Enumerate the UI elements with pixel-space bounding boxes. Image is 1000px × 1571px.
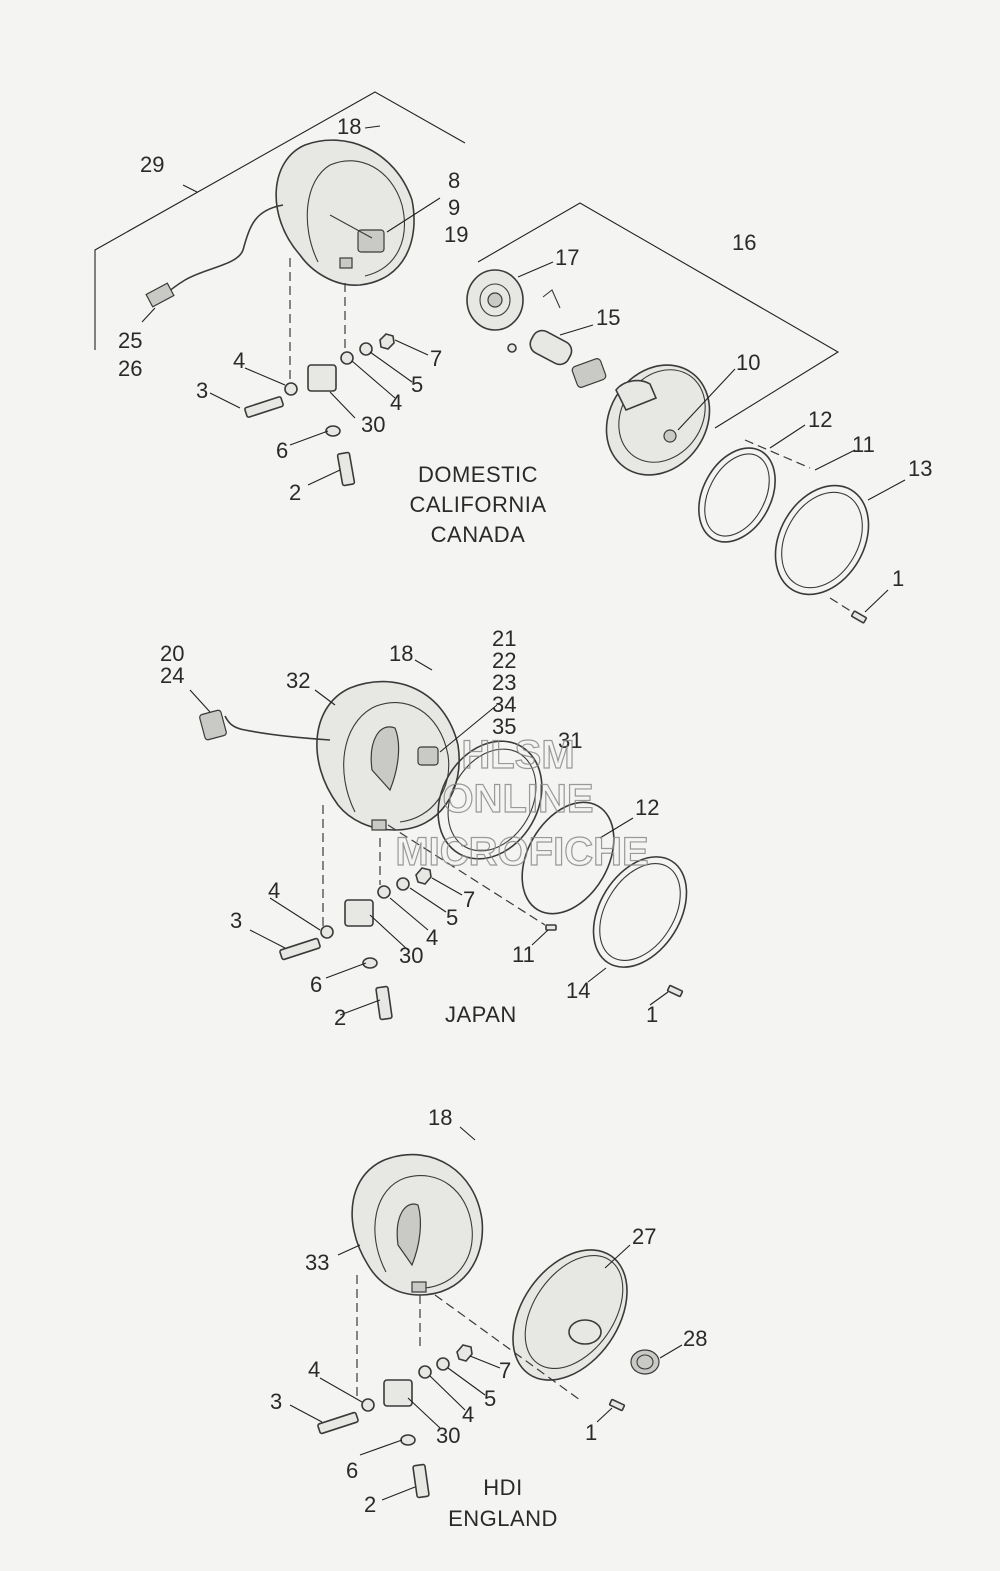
bolt bbox=[244, 396, 284, 418]
callout-20: 20 bbox=[160, 641, 184, 666]
callout-25: 25 bbox=[118, 328, 142, 353]
callout-24: 24 bbox=[160, 663, 184, 688]
callout-23: 23 bbox=[492, 670, 516, 695]
callout-1: 1 bbox=[892, 566, 904, 591]
callout-10: 10 bbox=[736, 350, 760, 375]
badge bbox=[630, 1349, 660, 1375]
svg-text:JAPAN: JAPAN bbox=[445, 1002, 517, 1027]
callout-21: 21 bbox=[492, 626, 516, 651]
callout-27: 27 bbox=[632, 1224, 656, 1249]
callout-2: 2 bbox=[289, 480, 301, 505]
callout-2: 2 bbox=[364, 1492, 376, 1517]
callout-6: 6 bbox=[346, 1458, 358, 1483]
trim-ring bbox=[592, 856, 688, 968]
svg-text:ENGLAND: ENGLAND bbox=[448, 1506, 558, 1531]
callout-26: 26 bbox=[118, 356, 142, 381]
callout-7: 7 bbox=[430, 346, 442, 371]
lamp-unit bbox=[437, 740, 543, 860]
callout-3: 3 bbox=[270, 1389, 282, 1414]
callout-2: 2 bbox=[334, 1005, 346, 1030]
mount-block bbox=[307, 364, 337, 392]
svg-text:MICROFICHE: MICROFICHE bbox=[395, 830, 648, 874]
section-domestic: 29 18 8 9 19 25 26 16 17 15 10 12 11 13 … bbox=[94, 91, 932, 624]
callout-33: 33 bbox=[305, 1250, 329, 1275]
section-japan: 20 24 32 18 21 22 23 34 35 31 12 4 3 30 … bbox=[160, 626, 688, 1030]
callout-11: 11 bbox=[512, 942, 535, 967]
svg-text:HLSM: HLSM bbox=[461, 733, 574, 777]
callouts-domestic: 29 18 8 9 19 25 26 16 17 15 10 12 11 13 … bbox=[118, 114, 932, 591]
connector bbox=[145, 282, 175, 308]
trim-ring bbox=[774, 484, 870, 596]
callout-15: 15 bbox=[596, 305, 620, 330]
region-label-hdi: HDI ENGLAND bbox=[448, 1475, 558, 1531]
callout-1: 1 bbox=[646, 1002, 658, 1027]
callout-28: 28 bbox=[683, 1326, 707, 1351]
callout-12: 12 bbox=[635, 795, 659, 820]
callout-19: 19 bbox=[444, 222, 468, 247]
bulb-socket bbox=[466, 269, 524, 331]
callout-18: 18 bbox=[389, 641, 413, 666]
section-hdi: 18 33 27 28 4 3 30 4 5 7 6 2 1 HDI ENGLA… bbox=[270, 1105, 707, 1531]
headlamp-housing bbox=[351, 1153, 484, 1296]
callout-6: 6 bbox=[310, 972, 322, 997]
region-label-japan: JAPAN bbox=[445, 1002, 517, 1027]
callout-18: 18 bbox=[337, 114, 361, 139]
callout-34: 34 bbox=[492, 692, 516, 717]
callout-29: 29 bbox=[140, 152, 164, 177]
sealed-beam bbox=[605, 364, 711, 476]
callout-4: 4 bbox=[268, 878, 280, 903]
callout-17: 17 bbox=[555, 245, 579, 270]
callouts-hdi: 18 33 27 28 4 3 30 4 5 7 6 2 1 bbox=[270, 1105, 707, 1517]
callout-31: 31 bbox=[558, 728, 582, 753]
callout-7: 7 bbox=[463, 887, 475, 912]
callout-16: 16 bbox=[732, 230, 756, 255]
bolt-vertical bbox=[336, 451, 356, 487]
callout-35: 35 bbox=[492, 714, 516, 739]
bulb bbox=[507, 289, 607, 388]
callout-13: 13 bbox=[908, 456, 932, 481]
connector bbox=[199, 709, 227, 741]
callout-3: 3 bbox=[230, 908, 242, 933]
callout-32: 32 bbox=[286, 668, 310, 693]
svg-text:CANADA: CANADA bbox=[431, 522, 526, 547]
retaining-ring bbox=[521, 801, 615, 915]
retaining-ring bbox=[698, 447, 776, 543]
callout-18: 18 bbox=[428, 1105, 452, 1130]
svg-text:HDI: HDI bbox=[483, 1475, 522, 1500]
headlamp-housing bbox=[316, 680, 460, 831]
svg-text:DOMESTIC: DOMESTIC bbox=[418, 462, 538, 487]
callout-9: 9 bbox=[448, 195, 460, 220]
svg-text:CALIFORNIA: CALIFORNIA bbox=[409, 492, 546, 517]
callout-14: 14 bbox=[566, 978, 590, 1003]
lens-assembly bbox=[512, 1249, 628, 1381]
callout-12: 12 bbox=[808, 407, 832, 432]
callout-22: 22 bbox=[492, 648, 516, 673]
callout-7: 7 bbox=[499, 1358, 511, 1383]
watermark: HLSM ONLINE MICROFICHE bbox=[395, 732, 650, 874]
callout-30: 30 bbox=[399, 943, 423, 968]
callout-4: 4 bbox=[233, 348, 245, 373]
region-label-domestic: DOMESTIC CALIFORNIA CANADA bbox=[409, 462, 546, 547]
callout-30: 30 bbox=[436, 1423, 460, 1448]
headlamp-housing bbox=[275, 139, 415, 286]
callout-4: 4 bbox=[308, 1357, 320, 1382]
callouts-japan: 20 24 32 18 21 22 23 34 35 31 12 4 3 30 … bbox=[160, 626, 659, 1030]
callout-5: 5 bbox=[446, 905, 458, 930]
callout-4b: 4 bbox=[390, 390, 402, 415]
callout-1: 1 bbox=[585, 1420, 597, 1445]
callout-5: 5 bbox=[484, 1386, 496, 1411]
svg-text:ONLINE: ONLINE bbox=[442, 777, 593, 821]
callout-4b: 4 bbox=[462, 1402, 474, 1427]
callout-30: 30 bbox=[361, 412, 385, 437]
callout-11: 11 bbox=[852, 432, 875, 457]
callout-3: 3 bbox=[196, 378, 208, 403]
callout-8: 8 bbox=[448, 168, 460, 193]
callout-6: 6 bbox=[276, 438, 288, 463]
callout-4b: 4 bbox=[426, 925, 438, 950]
callout-5: 5 bbox=[411, 372, 423, 397]
